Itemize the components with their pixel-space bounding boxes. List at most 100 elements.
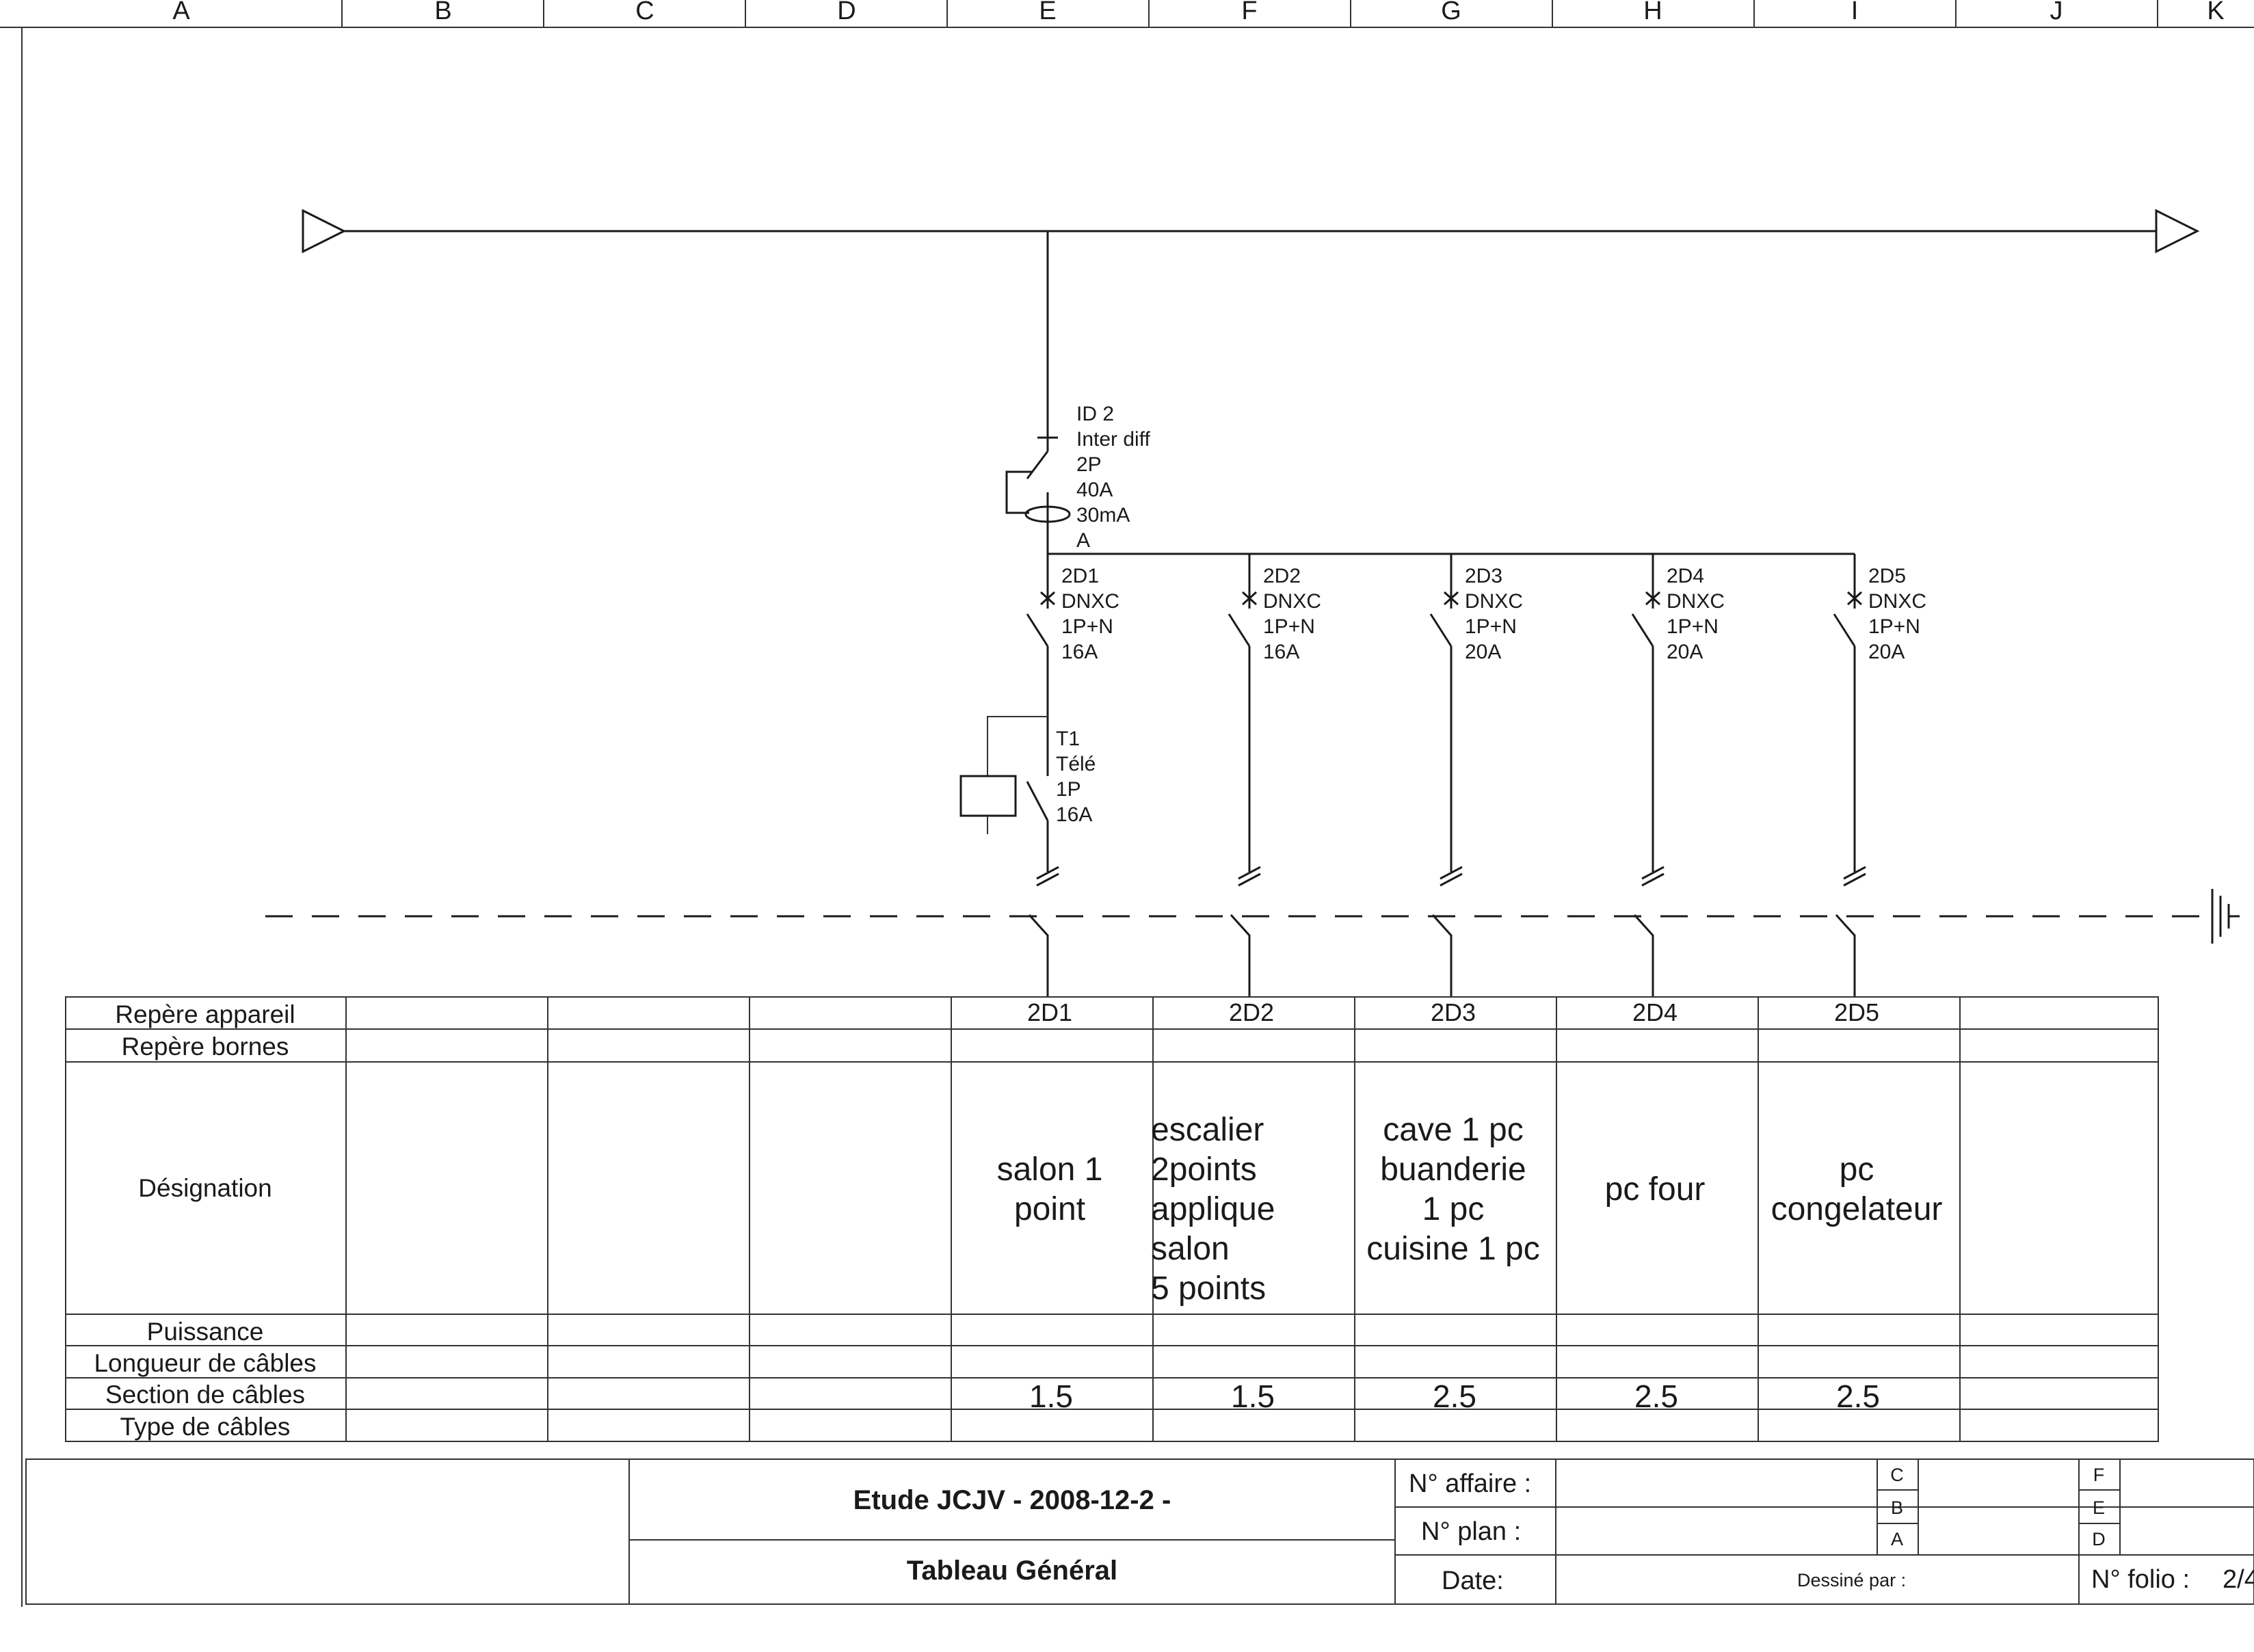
title-block: Etude JCJV - 2008-12-2 - Tableau Général… — [25, 1458, 2254, 1605]
breaker-ref: 2D5 — [1868, 565, 1906, 587]
circuit-breaker-2d2: 2D2 DNXC 1P+N 16A — [1228, 554, 1321, 872]
column-letter: C — [635, 0, 654, 25]
revision-letter: A — [1891, 1529, 1903, 1549]
circuit-breaker-2d1: 2D1 DNXC 1P+N 16A — [1026, 554, 1119, 742]
column-letter: B — [434, 0, 451, 25]
main-busbar — [302, 209, 2200, 254]
terminal-strip — [265, 866, 2209, 997]
breaker-type: DNXC — [1868, 590, 1926, 613]
column-letter: G — [1441, 0, 1461, 25]
repere-cell: 2D5 — [1834, 998, 1879, 1026]
breaker-ref: 2D2 — [1263, 565, 1301, 587]
sheet-title: Tableau Général — [907, 1556, 1117, 1586]
repere-cell: 2D1 — [1027, 998, 1072, 1026]
circuit-breaker-2d5: 2D5 DNXC 1P+N 20A — [1833, 554, 1926, 872]
id2-label: 30mA — [1076, 504, 1130, 527]
id2-label: 40A — [1076, 479, 1113, 501]
designation-cell: salon — [1151, 1231, 1230, 1267]
row-label-repere-bornes: Repère bornes — [122, 1032, 289, 1061]
breaker-poles: 1P+N — [1263, 615, 1315, 638]
drawn-by-label: Dessiné par : — [1797, 1570, 1906, 1590]
breaker-type: DNXC — [1061, 590, 1119, 613]
breaker-ref: 2D3 — [1465, 565, 1502, 587]
designation-cell: buanderie — [1380, 1151, 1526, 1188]
id2-label: 2P — [1076, 453, 1102, 476]
breaker-rating: 16A — [1061, 641, 1098, 663]
breaker-ref: 2D4 — [1667, 565, 1704, 587]
date-label: Date: — [1442, 1567, 1504, 1595]
section-cell: 2.5 — [1433, 1378, 1476, 1414]
id2-label: A — [1076, 529, 1090, 552]
designation-cell: 5 points — [1151, 1270, 1266, 1307]
t1-label: Télé — [1056, 753, 1096, 775]
section-cell: 2.5 — [1634, 1378, 1678, 1414]
column-letter: K — [2207, 0, 2224, 25]
t1-label: 1P — [1056, 778, 1081, 801]
row-label-repere-appareil: Repère appareil — [115, 1000, 295, 1028]
repere-cell: 2D4 — [1632, 998, 1678, 1026]
column-letter: A — [172, 0, 190, 25]
id2-label: Inter diff — [1076, 428, 1151, 451]
circuit-breaker-2d4: 2D4 DNXC 1P+N 20A — [1631, 554, 1725, 872]
column-letter: J — [2050, 0, 2063, 25]
designation-cell: escalier — [1151, 1112, 1264, 1148]
folio-value: 2/4 — [2223, 1565, 2254, 1594]
revision-letter: E — [2093, 1497, 2105, 1518]
breaker-rating: 20A — [1868, 641, 1905, 663]
designation-cell: 2points — [1151, 1151, 1257, 1188]
repere-cell: 2D3 — [1431, 998, 1476, 1026]
designation-cell: cuisine 1 pc — [1366, 1231, 1539, 1267]
designation-cell: pc four — [1605, 1171, 1706, 1208]
row-label-section: Section de câbles — [105, 1381, 305, 1409]
row-label-longueur: Longueur de câbles — [94, 1349, 316, 1377]
remote-switch-t1: T1 Télé 1P 16A — [959, 716, 1096, 872]
designation-cell: cave 1 pc — [1383, 1112, 1523, 1148]
designation-cell: 1 pc — [1422, 1191, 1485, 1227]
repere-cell: 2D2 — [1229, 998, 1274, 1026]
breaker-ref: 2D1 — [1061, 565, 1099, 587]
designation-cell: congelateur — [1771, 1191, 1943, 1227]
t1-label: 16A — [1056, 803, 1092, 826]
column-letter: I — [1851, 0, 1859, 25]
section-cell: 1.5 — [1029, 1378, 1073, 1414]
revision-letter: B — [1891, 1497, 1903, 1518]
breaker-rating: 16A — [1263, 641, 1299, 663]
row-label-puissance: Puissance — [147, 1318, 264, 1346]
breaker-rating: 20A — [1667, 641, 1703, 663]
affaire-label: N° affaire : — [1409, 1469, 1531, 1498]
column-letter: E — [1039, 0, 1056, 25]
breaker-poles: 1P+N — [1868, 615, 1920, 638]
differential-switch-id2: ID 2 Inter diff 2P 40A 30mA A — [1005, 403, 1151, 554]
revision-letter: F — [2093, 1465, 2105, 1485]
designation-cell: applique — [1151, 1191, 1275, 1227]
project-title: Etude JCJV - 2008-12-2 - — [853, 1485, 1171, 1515]
breaker-rating: 20A — [1465, 641, 1501, 663]
section-cell: 1.5 — [1231, 1378, 1275, 1414]
row-label-designation: Désignation — [138, 1174, 271, 1202]
column-letter: H — [1643, 0, 1662, 25]
breaker-poles: 1P+N — [1667, 615, 1719, 638]
circuit-table: Repère appareil Repère bornes Désignatio… — [65, 996, 2159, 1442]
breaker-type: DNXC — [1465, 590, 1523, 613]
breaker-type: DNXC — [1263, 590, 1321, 613]
column-letter: F — [1241, 0, 1257, 25]
row-label-type: Type de câbles — [120, 1413, 291, 1441]
designation-cell: point — [1014, 1191, 1085, 1227]
t1-label: T1 — [1056, 728, 1080, 750]
breaker-poles: 1P+N — [1061, 615, 1113, 638]
designation-cell: salon 1 — [997, 1151, 1103, 1188]
earth-icon — [2211, 889, 2240, 944]
breaker-poles: 1P+N — [1465, 615, 1517, 638]
id2-label: ID 2 — [1076, 403, 1114, 425]
revision-letter: C — [1890, 1465, 1904, 1485]
column-letter: D — [837, 0, 856, 25]
plan-label: N° plan : — [1421, 1517, 1521, 1546]
circuit-breaker-2d3: 2D3 DNXC 1P+N 20A — [1429, 554, 1523, 872]
column-ruler: A B C D E F G H I J K — [0, 0, 2254, 1607]
designation-cell: pc — [1840, 1151, 1874, 1188]
revision-letter: D — [2092, 1529, 2106, 1549]
breaker-type: DNXC — [1667, 590, 1725, 613]
section-cell: 2.5 — [1836, 1378, 1880, 1414]
folio-label: N° folio : — [2091, 1565, 2190, 1594]
